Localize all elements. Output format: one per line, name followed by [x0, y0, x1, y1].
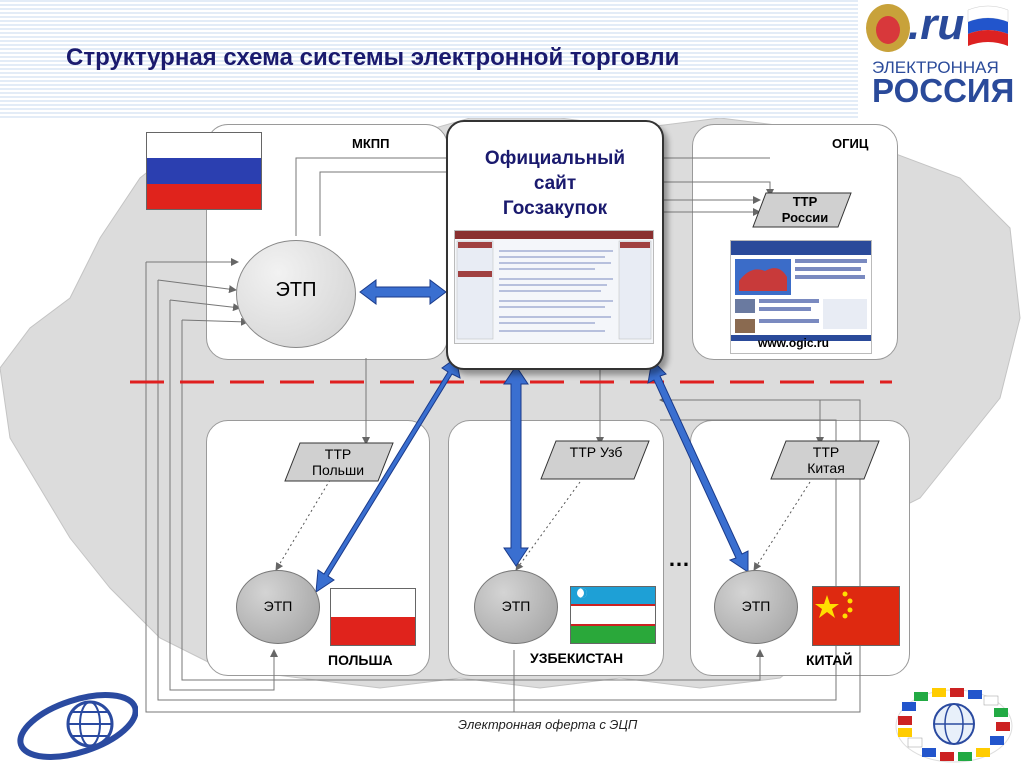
blue-arrow-uzbekistan [503, 365, 529, 567]
etp-poland-label: ЭТП [263, 598, 293, 614]
ttr-china-label: ТТР Китая [807, 444, 845, 476]
ttr-poland-label: ТТР Польши [311, 446, 365, 478]
etp-poland-node: ЭТП [236, 570, 320, 644]
uzbekistan-flag [570, 586, 656, 644]
blue-arrow-etp-official [359, 279, 447, 305]
ttr-uzbekistan-label: ТТР Узб [569, 444, 623, 460]
page-title: Структурная схема системы электронной то… [66, 44, 680, 71]
logo-line2: РОССИЯ [872, 72, 1015, 109]
more-countries-ellipsis: … [668, 546, 690, 571]
etp-china-node: ЭТП [714, 570, 798, 644]
country-uzbekistan-label: УЗБЕКИСТАН [530, 650, 624, 666]
flags-ring-logo [895, 688, 1013, 763]
etp-main-label: ЭТП [275, 279, 317, 301]
electronic-russia-emblem [866, 4, 1009, 52]
logo-domain-text: .ru [908, 0, 965, 49]
ogic-url-label: www.ogic.ru [758, 336, 829, 350]
ttr-uzbekistan-shape [540, 440, 650, 480]
ogic-screenshot-graphic [731, 241, 871, 341]
header-band: Структурная схема системы электронной то… [0, 0, 858, 118]
official-site-screenshot-graphic [455, 231, 653, 340]
ttr-poland-shape [284, 442, 394, 482]
dotted-links [275, 479, 811, 571]
ttr-china-shape [770, 440, 880, 480]
official-site-title: Официальный сайт Госзакупок [484, 148, 626, 219]
electronic-russia-logo: .ru ЭЛЕКТРОННАЯ РОССИЯ [858, 0, 1024, 112]
poland-flag [330, 588, 416, 646]
country-china-label: КИТАЙ [806, 652, 853, 668]
ttr-russia-shape [752, 192, 852, 228]
etp-main-node: ЭТП [236, 240, 356, 348]
ttr-russia-label: ТТР России [781, 194, 829, 225]
china-flag-stars [815, 591, 853, 619]
thin-connectors [145, 157, 861, 713]
ogic-site-screenshot [730, 240, 872, 354]
globe-logo [17, 692, 138, 760]
logo-line1: ЭЛЕКТРОННАЯ [872, 58, 999, 77]
china-flag [812, 586, 900, 646]
official-site-screenshot [454, 230, 654, 344]
mkpp-label: МКПП [352, 136, 390, 151]
blue-arrow-china [647, 358, 749, 573]
country-poland-label: ПОЛЬША [328, 652, 393, 668]
official-site-node: Официальный сайт Госзакупок [446, 120, 664, 370]
russia-flag [146, 132, 262, 210]
etp-china-label: ЭТП [741, 598, 771, 614]
ogic-label: ОГИЦ [832, 136, 869, 151]
footer-caption: Электронная оферта с ЭЦП [458, 717, 638, 732]
etp-uzbekistan-node: ЭТП [474, 570, 558, 644]
etp-uzbekistan-label: ЭТП [501, 598, 531, 614]
